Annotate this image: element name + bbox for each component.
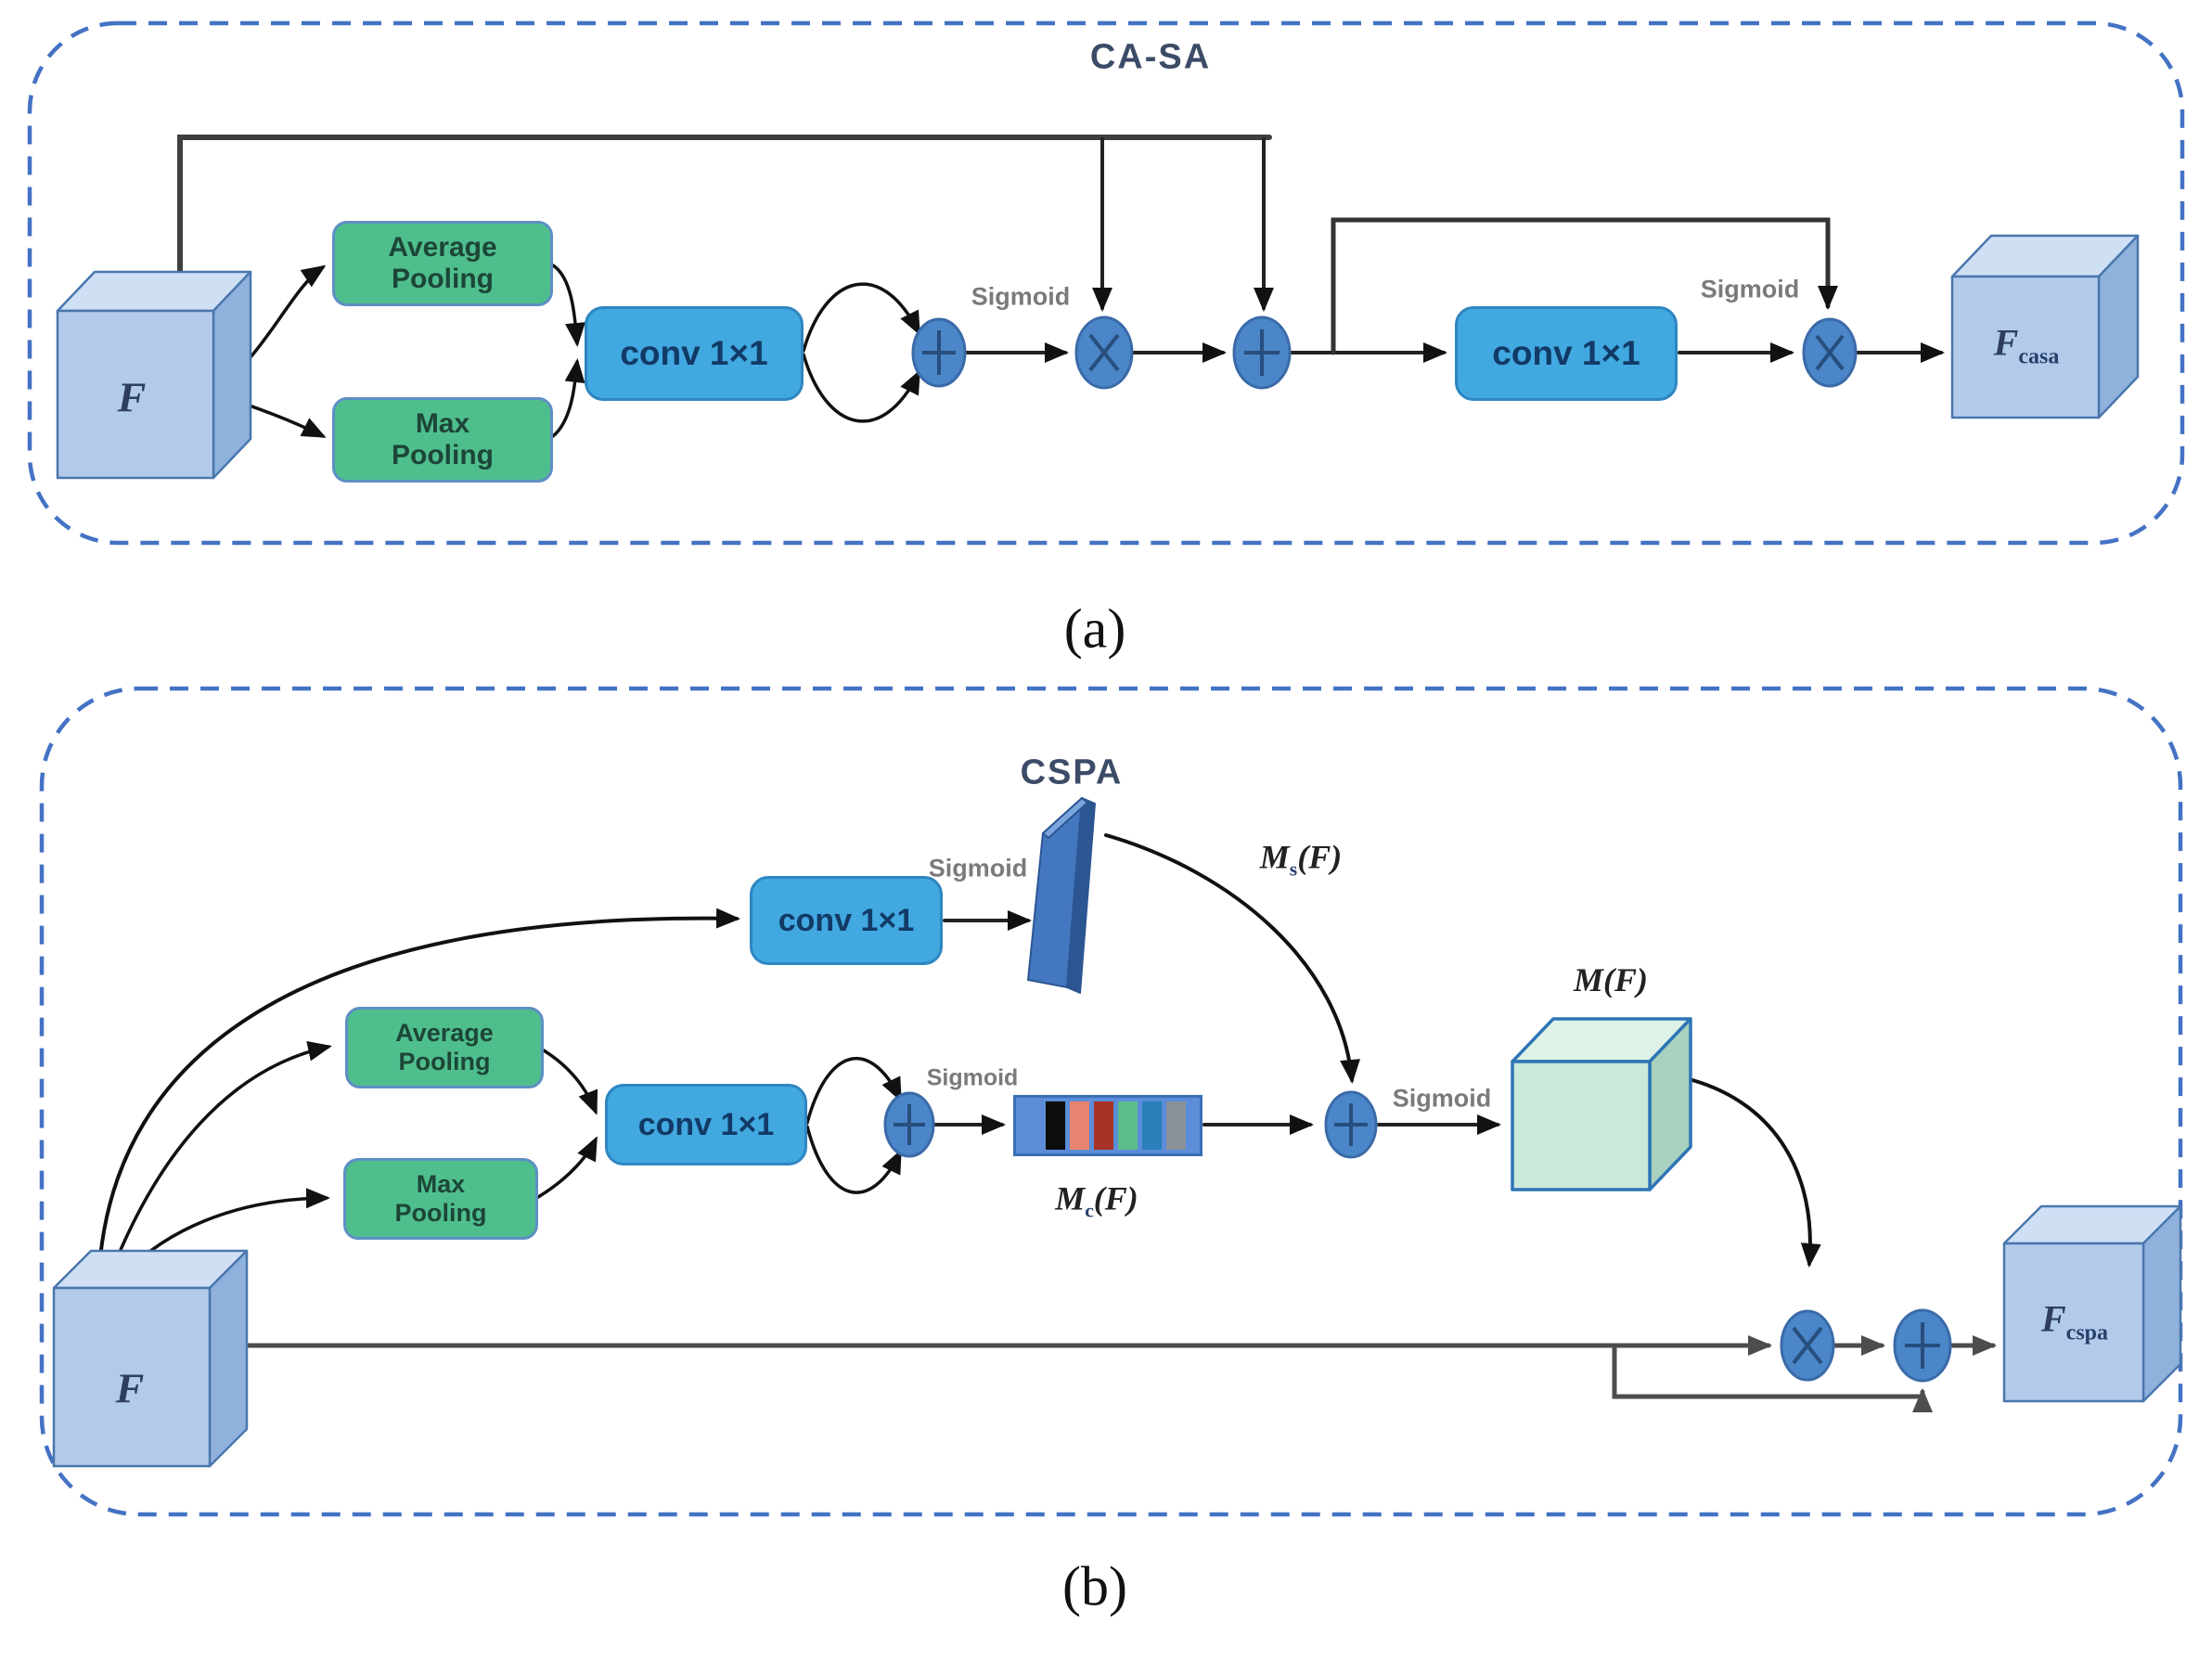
panel-a-border xyxy=(27,20,2185,546)
skip-line-top xyxy=(177,135,1272,275)
mc-arg: (F) xyxy=(1093,1179,1138,1217)
mc-stripe xyxy=(1070,1101,1089,1150)
multiply-op-b xyxy=(1780,1309,1835,1382)
arc-f-to-top-conv xyxy=(96,908,740,1286)
conv1x1-box-mid-b: conv 1×1 xyxy=(605,1084,807,1165)
sigmoid-label-2-a: Sigmoid xyxy=(1700,275,1800,303)
arrow-maxpool-to-conv-b xyxy=(536,1136,598,1199)
max-pooling-box-a: Max Pooling xyxy=(332,397,553,483)
average-pooling-box-b: Average Pooling xyxy=(345,1007,544,1088)
panel-a-title: CA-SA xyxy=(1089,37,1212,77)
combined-attention-cube-mf xyxy=(1511,1017,1692,1191)
arc-mf-to-multiply-b xyxy=(1691,1078,1821,1268)
sigmoid-label-1-a: Sigmoid xyxy=(971,282,1071,311)
output-cube-label-cspa: Fcspa xyxy=(2041,1297,2108,1346)
average-pooling-box-a: Average Pooling xyxy=(332,221,553,306)
combined-map-label: M(F) xyxy=(1574,961,1648,998)
sigmoid-label-mid-b: Sigmoid xyxy=(926,1064,1019,1091)
skip-line-over-conv2 xyxy=(1331,217,1838,355)
f-cspa-base: F xyxy=(2040,1297,2066,1340)
ms-base: M xyxy=(1259,838,1290,876)
max-pooling-box-b: Max Pooling xyxy=(343,1158,538,1240)
input-cube-label-b: F xyxy=(115,1364,145,1412)
conv1x1-box-2-a: conv 1×1 xyxy=(1455,306,1678,401)
ms-arg: (F) xyxy=(1297,838,1343,876)
sigmoid-label-top-b: Sigmoid xyxy=(928,854,1028,882)
f-cspa-sub: cspa xyxy=(2065,1320,2109,1346)
mc-stripe xyxy=(1166,1101,1186,1150)
arrow-avgpool-to-conv-b xyxy=(542,1049,598,1115)
mc-stripe xyxy=(1118,1101,1138,1150)
ms-sub: s xyxy=(1289,857,1298,881)
output-feature-cube-cspa xyxy=(2002,1204,2182,1403)
mc-base: M xyxy=(1055,1179,1086,1217)
arrow-avgpool-to-conv xyxy=(551,264,585,347)
loop-arrow-upper xyxy=(802,282,920,353)
add-op-3-b xyxy=(1893,1308,1952,1383)
sigmoid-label-right-b: Sigmoid xyxy=(1392,1084,1492,1113)
channel-map-label: Mc(F) xyxy=(1055,1178,1138,1222)
multiply-op-2-a xyxy=(1802,317,1858,388)
loop-arrow-lower-b xyxy=(805,1125,902,1194)
mc-stripe xyxy=(1046,1101,1065,1150)
mc-stripe xyxy=(1094,1101,1113,1150)
multiply-op-1-a xyxy=(1074,315,1134,390)
add-op-2-a xyxy=(1232,315,1292,390)
panel-b-caption: (b) xyxy=(1062,1555,1127,1617)
loop-arrow-upper-b xyxy=(805,1057,902,1125)
arc-f-to-avgpool xyxy=(102,1040,332,1294)
channel-attention-bar xyxy=(1013,1095,1202,1156)
add-op-1-b xyxy=(883,1091,935,1158)
f-casa-base: F xyxy=(1993,321,2019,364)
conv1x1-box-1-a: conv 1×1 xyxy=(585,306,804,401)
input-cube-label-a: F xyxy=(117,373,147,421)
spatial-map-label: Ms(F) xyxy=(1260,837,1342,881)
residual-branch-to-add xyxy=(1612,1343,1933,1412)
loop-arrow-lower xyxy=(802,353,920,423)
add-op-2-b xyxy=(1324,1090,1378,1159)
mc-sub: c xyxy=(1085,1199,1094,1222)
output-cube-label-casa: Fcasa xyxy=(1994,321,2060,370)
panel-b-title: CSPA xyxy=(1020,753,1124,792)
add-op-1-a xyxy=(911,317,967,388)
arrow-maxpool-to-conv xyxy=(551,358,585,438)
mc-stripe xyxy=(1142,1101,1162,1150)
input-feature-cube-a xyxy=(56,270,252,480)
arc-spatial-map-to-add2 xyxy=(1104,833,1360,1084)
input-feature-cube-b xyxy=(52,1249,249,1468)
output-feature-cube-casa xyxy=(1950,234,2140,419)
panel-a-caption: (a) xyxy=(1063,598,1126,660)
conv1x1-box-top-b: conv 1×1 xyxy=(750,876,943,965)
spatial-attention-plane xyxy=(1027,797,1096,994)
f-casa-sub: casa xyxy=(2018,344,2060,369)
